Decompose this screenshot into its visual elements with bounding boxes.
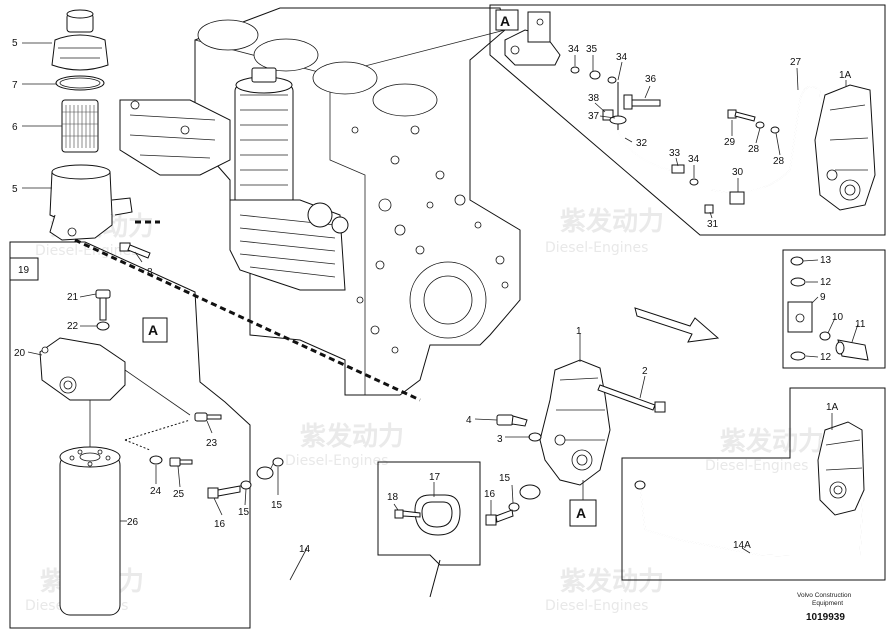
callout-26: 26	[127, 517, 139, 528]
callout-33: 33	[669, 148, 681, 159]
callout-28: 28	[773, 156, 785, 167]
callout-34: 34	[616, 52, 628, 63]
callout-16: 16	[484, 489, 496, 500]
detail-box-pipe-14a	[621, 387, 886, 581]
detail-box-19: 19 A	[9, 241, 251, 629]
detail-box-19-a-tag: A	[148, 322, 158, 338]
detail-box-a-tag: A	[500, 13, 510, 29]
dashed-connector	[74, 238, 421, 402]
callout-16: 16	[214, 519, 226, 530]
callout-1a: 1A	[839, 70, 852, 81]
callout-22: 22	[67, 321, 79, 332]
detail-box-19-tag: 19	[18, 265, 30, 276]
watermark-brand: 紫发动力	[560, 566, 664, 597]
callout-18: 18	[387, 492, 399, 503]
watermark-brand-en: Diesel-Engines	[545, 598, 648, 614]
pump-assembly: A	[207, 359, 666, 612]
watermark-brand: 紫发动力	[720, 426, 824, 457]
callout-12: 12	[820, 352, 832, 363]
callout-5: 5	[12, 38, 18, 49]
drawing-number: 1019939	[806, 612, 845, 623]
callout-27: 27	[790, 57, 802, 68]
callout-25: 25	[173, 489, 185, 500]
callout-1: 1	[576, 326, 582, 337]
callout-12: 12	[820, 277, 832, 288]
filter-exploded-view	[49, 9, 151, 259]
callout-17: 17	[429, 472, 441, 483]
callout-13: 13	[820, 255, 832, 266]
watermark-brand: 紫发动力	[300, 421, 404, 452]
detail-box-valve	[782, 249, 886, 369]
callout-36: 36	[645, 74, 657, 85]
callout-5: 5	[12, 184, 18, 195]
callout-labels: 5 7 6 5 8 1 2 3 4 34 35 34 36 38 37 32 3…	[12, 38, 866, 555]
footer-line2: Equipment	[812, 600, 843, 607]
callout-37: 37	[588, 111, 600, 122]
callout-20: 20	[14, 348, 26, 359]
callout-14: 14	[299, 544, 311, 555]
callout-35: 35	[586, 44, 598, 55]
callout-9: 9	[820, 292, 826, 303]
callout-28: 28	[748, 144, 760, 155]
callout-7: 7	[12, 80, 18, 91]
callout-15: 15	[271, 500, 283, 511]
callout-4: 4	[466, 415, 472, 426]
callout-15: 15	[499, 473, 511, 484]
callout-8: 8	[147, 267, 153, 278]
callout-23: 23	[206, 438, 218, 449]
watermark-brand: 紫发动力	[560, 206, 664, 237]
callout-1a: 1A	[826, 402, 839, 413]
callout-30: 30	[732, 167, 744, 178]
callout-34: 34	[568, 44, 580, 55]
callout-34: 34	[688, 154, 700, 165]
callout-21: 21	[67, 292, 79, 303]
callout-14a: 14A	[733, 540, 751, 551]
callout-31: 31	[707, 219, 719, 230]
callout-15: 15	[238, 507, 250, 518]
footer: Volvo Construction Equipment 1019939	[797, 592, 852, 623]
engine-block	[119, 7, 521, 396]
callout-3: 3	[497, 434, 503, 445]
watermark-brand-en: Diesel-Engines	[705, 458, 808, 474]
direction-arrow	[634, 307, 720, 343]
callout-11: 11	[855, 319, 866, 330]
detail-box-clamp	[377, 461, 481, 566]
watermark-brand-en: Diesel-Engines	[285, 453, 388, 469]
watermark-brand-en: Diesel-Engines	[545, 240, 648, 256]
pump-a-tag: A	[576, 505, 586, 521]
callout-29: 29	[724, 137, 736, 148]
callout-32: 32	[636, 138, 648, 149]
detail-box-a: A	[489, 4, 886, 236]
callout-2: 2	[642, 366, 648, 377]
leader-lines	[22, 42, 859, 581]
callout-10: 10	[832, 312, 844, 323]
callout-6: 6	[12, 122, 18, 133]
footer-line1: Volvo Construction	[797, 592, 852, 599]
callout-24: 24	[150, 486, 162, 497]
callout-38: 38	[588, 93, 600, 104]
